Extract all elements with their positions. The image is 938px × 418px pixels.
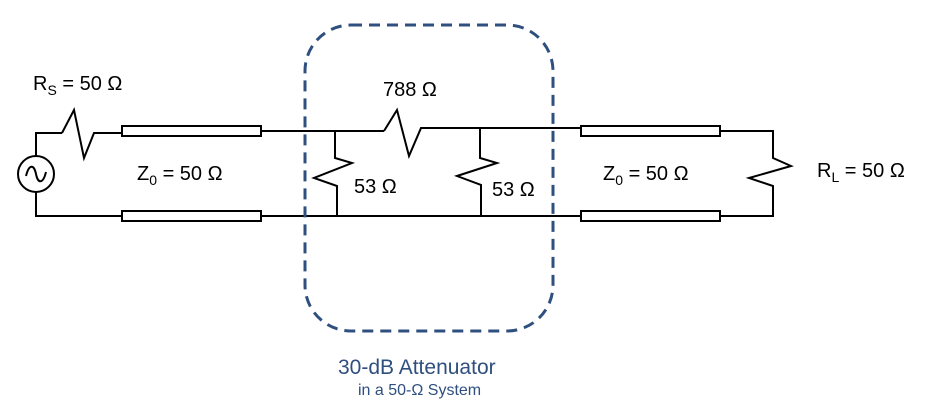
z0-left-label: Z0 = 50 Ω [137, 163, 223, 188]
resistor-series-icon [383, 107, 581, 160]
resistor-rs-icon [61, 107, 122, 162]
resistor-shunt-right-icon [453, 128, 501, 216]
ac-source-icon [17, 155, 55, 193]
z0-right-label: Z0 = 50 Ω [603, 163, 689, 188]
resistor-shunt-left-icon [311, 131, 356, 216]
attenuator-box [303, 23, 555, 333]
series-resistor-label: 788 Ω [383, 79, 437, 101]
attenuator-subtitle: in a 50-Ω System [358, 382, 482, 399]
rs-label: RS = 50 Ω [33, 73, 123, 98]
wire-source-bottom [35, 192, 122, 217]
wire-source-top [35, 132, 62, 156]
resistor-rl-icon [720, 130, 794, 217]
shunt-left-label: 53 Ω [354, 176, 397, 198]
shunt-right-label: 53 Ω [492, 179, 535, 201]
rl-label: RL = 50 Ω [817, 160, 905, 185]
attenuator-title: 30-dB Attenuator [338, 356, 496, 379]
